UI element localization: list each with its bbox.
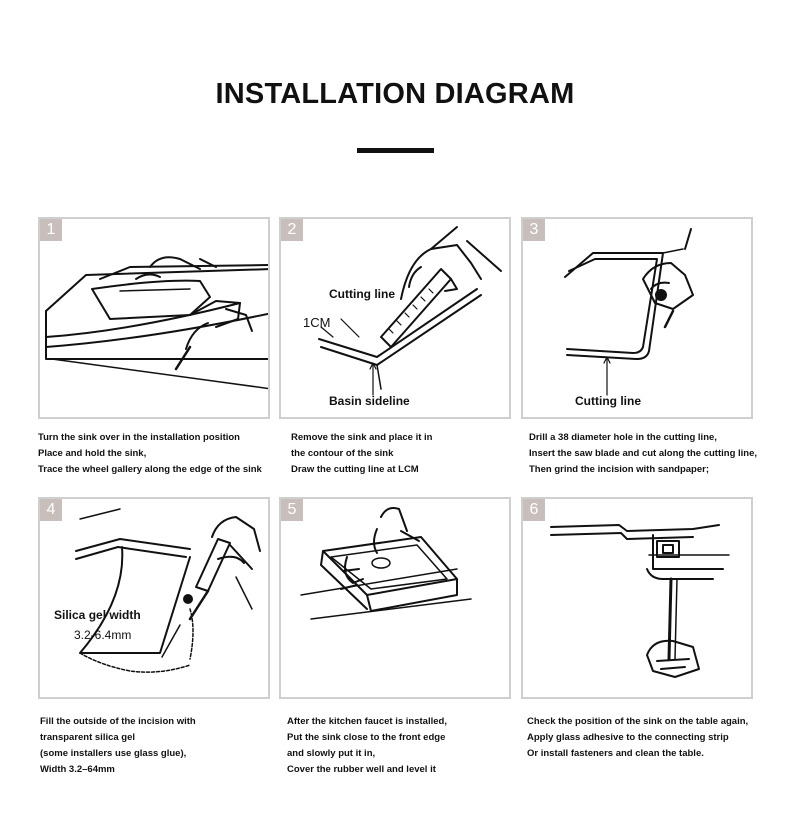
caption-line: Place and hold the sink, (38, 448, 147, 459)
caption-line: Then grind the incision with sandpaper; (529, 464, 709, 475)
step-1-illustration (45, 256, 268, 390)
title-underline (357, 148, 434, 153)
step-5-panel: 5 (279, 497, 511, 699)
step-4-label-width-value: 3.2-6.4mm (74, 628, 132, 642)
step-3-illustration (564, 228, 694, 396)
step-1-panel: 1 (38, 217, 270, 419)
step-3-caption: Drill a 38 diameter hole in the cutting … (529, 430, 757, 478)
step-4-panel: 4 Silica gel width 3.2-6.4mm (38, 497, 270, 699)
step-4-label-silica-width: Silica gel width (54, 608, 141, 622)
step-2-caption: Remove the sink and place it in the cont… (291, 430, 432, 478)
step-2-illustration (318, 226, 502, 396)
step-3-label-cutting-line: Cutting line (575, 394, 641, 408)
step-5-number: 5 (281, 499, 303, 521)
caption-line: After the kitchen faucet is installed, (287, 716, 447, 727)
caption-line: Fill the outside of the incision with (40, 716, 196, 727)
caption-line: Width 3.2–64mm (40, 764, 115, 775)
step-1-caption: Turn the sink over in the installation p… (38, 430, 262, 478)
step-6-number: 6 (523, 499, 545, 521)
step-6-illustration (550, 524, 730, 678)
step-2-number: 2 (281, 219, 303, 241)
caption-line: Apply glass adhesive to the connecting s… (527, 732, 729, 743)
caption-line: (some installers use glass glue), (40, 748, 187, 759)
step-2-label-cutting-line: Cutting line (329, 287, 395, 301)
step-1-number: 1 (40, 219, 62, 241)
caption-line: Cover the rubber well and level it (287, 764, 436, 775)
step-6-caption: Check the position of the sink on the ta… (527, 714, 748, 762)
caption-line: the contour of the sink (291, 448, 394, 459)
step-6-panel: 6 (521, 497, 753, 699)
caption-line: Put the sink close to the front edge (287, 732, 446, 743)
step-2-label-1cm: 1CM (303, 315, 331, 330)
caption-line: Insert the saw blade and cut along the c… (529, 448, 758, 459)
caption-line: Drill a 38 diameter hole in the cutting … (529, 432, 717, 443)
caption-line: Or install fasteners and clean the table… (527, 748, 704, 759)
step-4-illustration (75, 508, 261, 673)
step-5-illustration (300, 507, 472, 620)
caption-line: and slowly put it in, (287, 748, 376, 759)
caption-line: Trace the wheel gallery along the edge o… (38, 464, 262, 475)
step-2-panel: 2 Cutting line 1CM Basin sideline (279, 217, 511, 419)
step-4-caption: Fill the outside of the incision with tr… (40, 714, 196, 778)
caption-line: transparent silica gel (40, 732, 136, 743)
caption-line: Turn the sink over in the installation p… (38, 432, 240, 443)
step-3-panel: 3 Cutting line (521, 217, 753, 419)
step-2-label-basin-sideline: Basin sideline (329, 394, 410, 408)
step-3-number: 3 (523, 219, 545, 241)
caption-line: Remove the sink and place it in (291, 432, 433, 443)
caption-line: Check the position of the sink on the ta… (527, 716, 749, 727)
step-4-number: 4 (40, 499, 62, 521)
step-5-caption: After the kitchen faucet is installed, P… (287, 714, 447, 778)
page-title: INSTALLATION DIAGRAM (215, 78, 575, 110)
caption-line: Draw the cutting line at LCM (291, 464, 419, 475)
